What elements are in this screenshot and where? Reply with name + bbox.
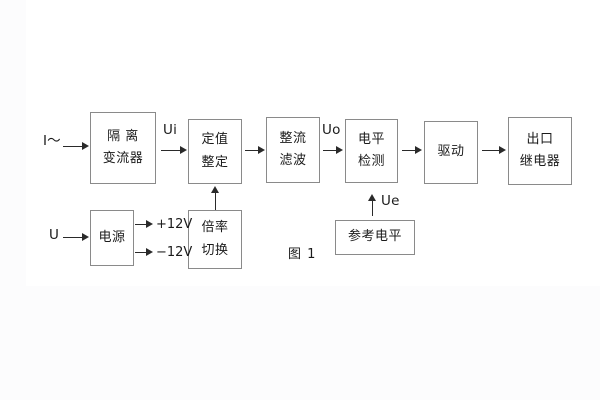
signal-ui-label: Ui	[163, 122, 178, 138]
block-power-supply-line1: 电源	[98, 229, 126, 245]
voltage-input-label: U	[49, 227, 60, 243]
wire-drive-to-relay	[482, 150, 500, 151]
block-output-relay-line2: 继电器	[519, 154, 561, 169]
block-setting-value-line1: 定值	[201, 132, 229, 148]
block-multiplier-switch: 倍率 切换	[188, 210, 242, 269]
block-setting-value: 定值 整定	[188, 119, 242, 184]
wire-rectify-to-level	[323, 150, 337, 151]
wire-rail-negative	[135, 252, 148, 253]
arrowhead-rail-negative	[146, 248, 153, 256]
block-multiplier-switch-line2: 切换	[201, 242, 229, 258]
arrowhead-isolation-to-setting	[180, 146, 187, 154]
block-drive-line1: 驱动	[437, 144, 465, 160]
block-rectify-filter-line1: 整流	[279, 130, 307, 146]
block-isolation-transformer-line2: 变流器	[102, 151, 144, 166]
block-level-detect-line1: 电平	[357, 131, 385, 147]
signal-ue-label: Ue	[381, 193, 400, 209]
wire-level-to-drive	[402, 150, 416, 151]
voltage-input-wire	[63, 237, 83, 238]
arrowhead-rectify-to-level	[336, 146, 343, 154]
block-reference-level: 参考电平	[335, 220, 415, 255]
arrowhead-reference-to-level	[368, 194, 376, 201]
arrowhead-drive-to-relay	[499, 146, 506, 154]
rail-negative-label: −12V	[156, 245, 193, 260]
block-power-supply: 电源	[90, 210, 134, 266]
wire-isolation-to-setting	[161, 150, 181, 151]
block-level-detect: 电平 检测	[345, 119, 398, 183]
block-level-detect-line2: 检测	[357, 154, 385, 169]
block-isolation-transformer-line1: 隔 离	[107, 128, 139, 144]
wire-multiplier-to-setting	[215, 192, 216, 210]
block-output-relay-line1: 出口	[526, 131, 554, 147]
block-isolation-transformer: 隔 离 变流器	[90, 112, 156, 184]
voltage-input-arrowhead	[82, 233, 89, 241]
block-rectify-filter: 整流 滤波	[266, 117, 320, 183]
arrowhead-level-to-drive	[415, 146, 422, 154]
current-input-wire	[63, 146, 83, 147]
rail-positive-label: +12V	[156, 217, 193, 232]
block-setting-value-line2: 整定	[201, 154, 229, 170]
current-input-arrowhead	[82, 142, 89, 150]
arrowhead-rail-positive	[146, 220, 153, 228]
block-output-relay: 出口 继电器	[508, 117, 572, 185]
wire-reference-to-level	[372, 200, 373, 216]
block-drive: 驱动	[424, 121, 478, 184]
panel-background-bottom	[0, 286, 600, 400]
figure-caption: 图 1	[288, 247, 317, 262]
block-rectify-filter-line2: 滤波	[279, 153, 307, 168]
signal-uo-label: Uo	[322, 122, 341, 138]
arrowhead-multiplier-to-setting	[211, 186, 219, 193]
arrowhead-setting-to-rectify	[258, 146, 265, 154]
current-input-label: I～	[43, 133, 61, 149]
wire-rail-positive	[135, 224, 148, 225]
block-reference-level-line1: 参考电平	[347, 229, 402, 245]
block-multiplier-switch-line1: 倍率	[201, 220, 229, 236]
wire-setting-to-rectify	[245, 150, 259, 151]
